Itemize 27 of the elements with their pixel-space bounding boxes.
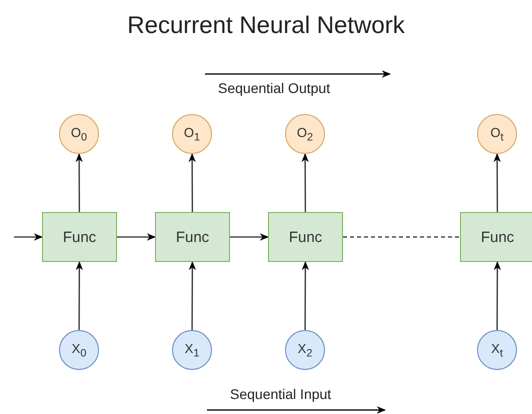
input-circle: X$_{t}$ xyxy=(477,330,517,370)
function-box: Func xyxy=(268,212,343,262)
input-circle: X$_{0}$ xyxy=(59,330,99,370)
arrow xyxy=(302,153,309,212)
input-circle: X$_{2}$ xyxy=(285,330,325,370)
arrow xyxy=(188,261,196,330)
direction-label: Sequential Input xyxy=(230,386,332,402)
output-circle: O$_{0}$ xyxy=(59,114,99,154)
output-circle: O$_{t}$ xyxy=(477,114,517,154)
function-box: Func xyxy=(460,212,532,262)
output-circle: O$_{2}$ xyxy=(285,114,325,154)
arrow xyxy=(230,233,269,241)
function-box: Func xyxy=(42,212,117,262)
direction-label: Sequential Output xyxy=(218,80,330,96)
arrow xyxy=(76,153,83,212)
dashed-connector xyxy=(343,236,460,238)
diagram-title: Recurrent Neural Network xyxy=(126,12,406,40)
output-circle: O$_{1}$ xyxy=(172,114,212,154)
arrow xyxy=(76,261,83,330)
arrow xyxy=(494,261,501,330)
arrow xyxy=(302,261,309,330)
arrow xyxy=(188,153,196,212)
arrow xyxy=(117,233,156,241)
arrow xyxy=(494,153,501,212)
arrow xyxy=(14,233,43,241)
function-box: Func xyxy=(155,212,230,262)
input-circle: X$_{1}$ xyxy=(172,330,212,370)
